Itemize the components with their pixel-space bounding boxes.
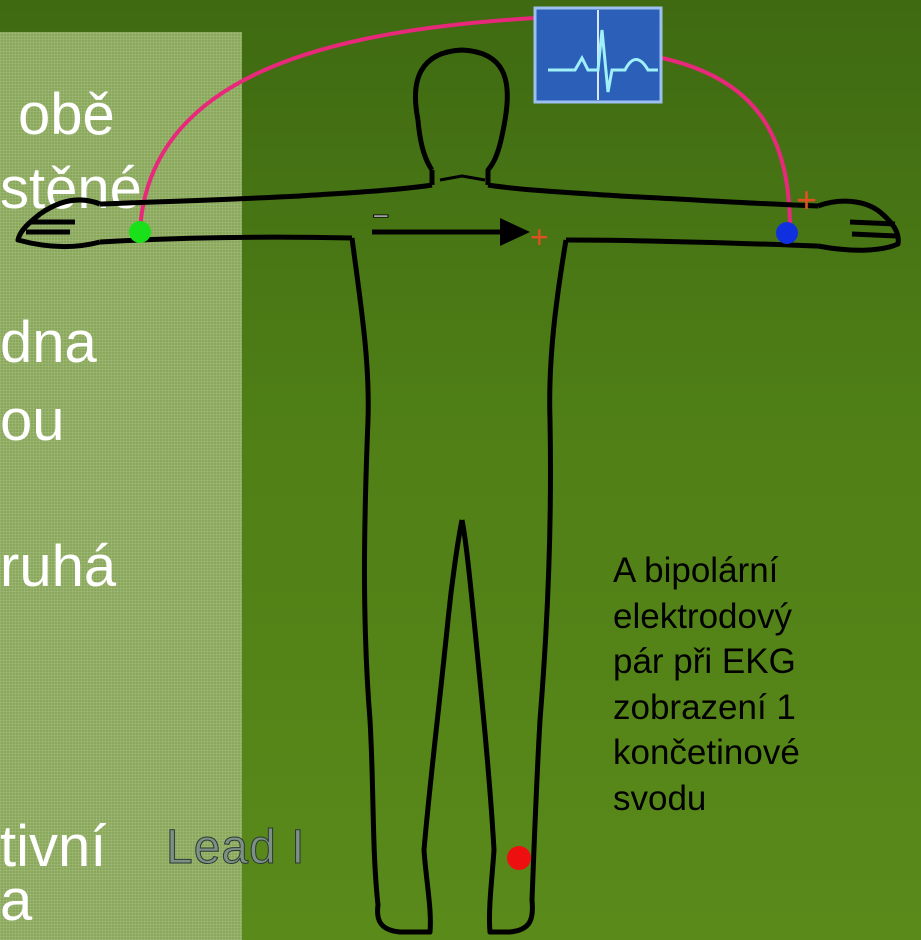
- electrode-right-arm: [129, 221, 151, 243]
- description-line: svodu: [613, 776, 921, 822]
- description-line: A bipolární: [613, 548, 921, 594]
- description-line: končetinové: [613, 730, 921, 776]
- description-line: elektrodový: [613, 594, 921, 640]
- electrode-leg: [507, 846, 531, 870]
- electrode-left-arm: [776, 222, 798, 244]
- description-text: A bipolární elektrodový pár při EKG zobr…: [613, 548, 921, 821]
- lead-label: Lead I: [166, 820, 305, 875]
- description-line: pár při EKG: [613, 639, 921, 685]
- negative-sign: −: [372, 200, 390, 233]
- description-line: zobrazení 1: [613, 685, 921, 731]
- plus-sign-wrist: +: [796, 179, 817, 220]
- arrow-icon: [500, 218, 530, 246]
- plus-sign-chest: +: [530, 219, 549, 255]
- ecg-monitor-icon: [535, 8, 661, 102]
